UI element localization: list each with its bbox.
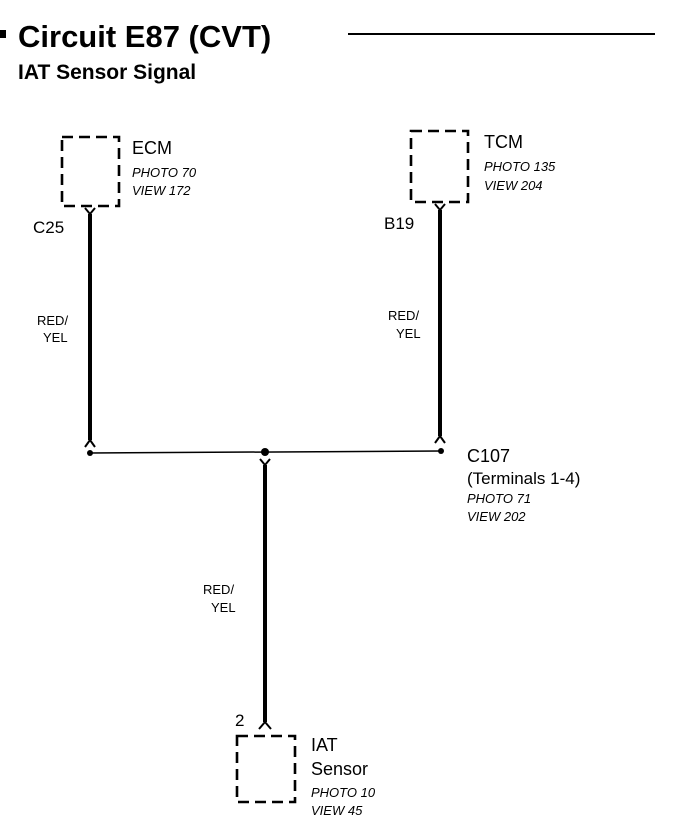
iat-pin-label: 2: [235, 711, 244, 730]
ecm-wire-color-line2: YEL: [43, 330, 68, 345]
ecm-pin-label: C25: [33, 218, 64, 237]
c107-left-node: [87, 450, 93, 456]
c107-right-terminal-mark: [434, 434, 446, 444]
ecm-pin-terminal-mark: [84, 207, 96, 216]
iat-sensor-connector-box: [235, 734, 297, 804]
tcm-label: TCM: [484, 132, 523, 152]
tcm-wire-color-line1: RED/: [388, 308, 419, 323]
iat-photo-ref: PHOTO 10: [311, 785, 376, 800]
ecm-label: ECM: [132, 138, 172, 158]
tcm-wire-color-line2: YEL: [396, 326, 421, 341]
c107-view-ref: VIEW 202: [467, 509, 526, 524]
c107-right-node: [438, 448, 444, 454]
ecm-photo-ref: PHOTO 70: [132, 165, 197, 180]
c107-splice-node: [261, 448, 269, 456]
tcm-pin-label: B19: [384, 214, 414, 233]
c107-terminals-label: (Terminals 1-4): [467, 469, 580, 488]
ecm-view-ref: VIEW 172: [132, 183, 191, 198]
tcm-pin-terminal-mark: [434, 203, 446, 212]
tcm-view-ref: VIEW 204: [484, 178, 543, 193]
title-bullet: [0, 30, 6, 38]
iat-wire-color-line2: YEL: [211, 600, 236, 615]
c107-label: C107: [467, 446, 510, 466]
iat-pin-terminal-mark: [258, 720, 272, 730]
c107-left-terminal-mark: [84, 438, 96, 448]
ecm-wire-color-line1: RED/: [37, 313, 68, 328]
c107-photo-ref: PHOTO 71: [467, 491, 531, 506]
tcm-connector-box: [409, 129, 470, 204]
ecm-connector-box: [60, 135, 121, 208]
page-subtitle: IAT Sensor Signal: [18, 61, 196, 84]
splice-terminal-mark: [259, 458, 271, 467]
iat-sensor-label-line2: Sensor: [311, 759, 368, 779]
page-title: Circuit E87 (CVT): [18, 19, 271, 54]
tcm-photo-ref: PHOTO 135: [484, 159, 556, 174]
iat-view-ref: VIEW 45: [311, 803, 363, 818]
iat-sensor-label-line1: IAT: [311, 735, 338, 755]
iat-wire-color-line1: RED/: [203, 582, 234, 597]
